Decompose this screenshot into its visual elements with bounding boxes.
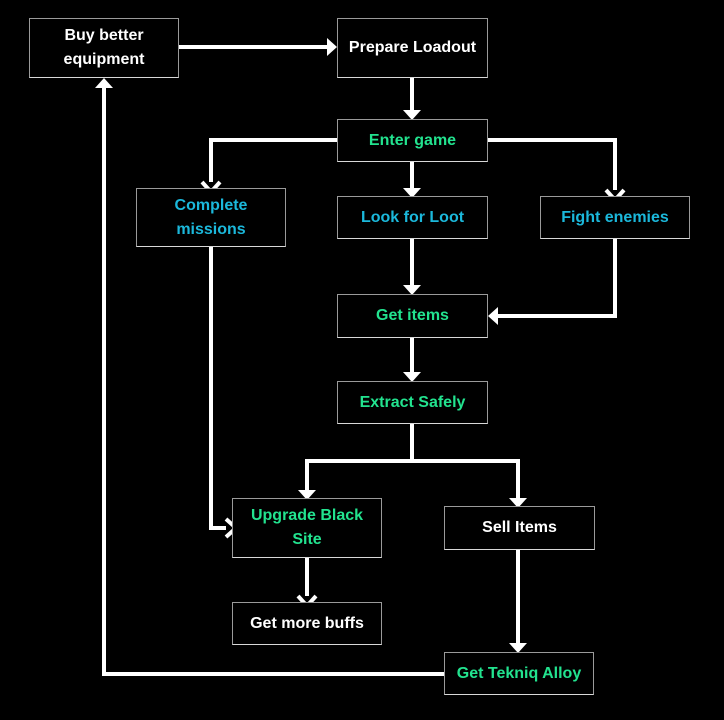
edge-enter-to-fight [488, 138, 617, 190]
node-extract-safely[interactable]: Extract Safely [337, 381, 488, 424]
node-label: Upgrade Black Site [250, 507, 364, 548]
edge-missions-to-upgrade [209, 247, 226, 530]
node-upgrade-black-site[interactable]: Upgrade Black Site [232, 498, 382, 558]
node-label: Extract Safely [359, 393, 466, 411]
node-label: Look for Loot [360, 208, 465, 226]
arrowhead-icon [403, 372, 421, 382]
arrowhead-icon [488, 307, 498, 325]
edge-fight-to-items [498, 239, 617, 318]
arrowhead-icon [95, 78, 113, 88]
node-look-for-loot[interactable]: Look for Loot [337, 196, 488, 239]
node-enter-game[interactable]: Enter game [337, 119, 488, 162]
node-get-more-buffs[interactable]: Get more buffs [232, 602, 382, 645]
arrowhead-icon [403, 285, 421, 295]
arrowhead-icon [403, 188, 421, 198]
edge-extract-to-upgrade [305, 424, 414, 490]
node-label: Complete missions [174, 196, 248, 238]
node-label: Fight enemies [561, 208, 669, 226]
node-label: Buy better equipment [63, 27, 145, 68]
node-label: Enter game [368, 131, 457, 149]
node-buy-better-equipment[interactable]: Buy better equipment [29, 18, 179, 78]
node-get-items[interactable]: Get items [337, 294, 488, 338]
node-label: Prepare Loadout [348, 39, 477, 56]
node-label: Get more buffs [250, 614, 364, 632]
node-label: Get Tekniq Alloy [456, 664, 582, 682]
arrowhead-icon [327, 38, 337, 56]
node-get-tekniq-alloy[interactable]: Get Tekniq Alloy [444, 652, 594, 695]
edge-alloy-to-buy [102, 88, 444, 676]
node-complete-missions[interactable]: Complete missions [136, 188, 286, 247]
edge-enter-to-missions [209, 138, 337, 182]
node-sell-items[interactable]: Sell Items [444, 506, 595, 550]
arrowhead-icon [509, 643, 527, 653]
edge-extract-to-sell [412, 459, 520, 498]
node-fight-enemies[interactable]: Fight enemies [540, 196, 690, 239]
node-label: Sell Items [482, 519, 557, 536]
arrowhead-icon [509, 498, 527, 508]
arrowhead-icon [403, 110, 421, 120]
arrowhead-icon [298, 490, 316, 500]
node-prepare-loadout[interactable]: Prepare Loadout [337, 18, 488, 78]
node-label: Get items [376, 307, 449, 324]
